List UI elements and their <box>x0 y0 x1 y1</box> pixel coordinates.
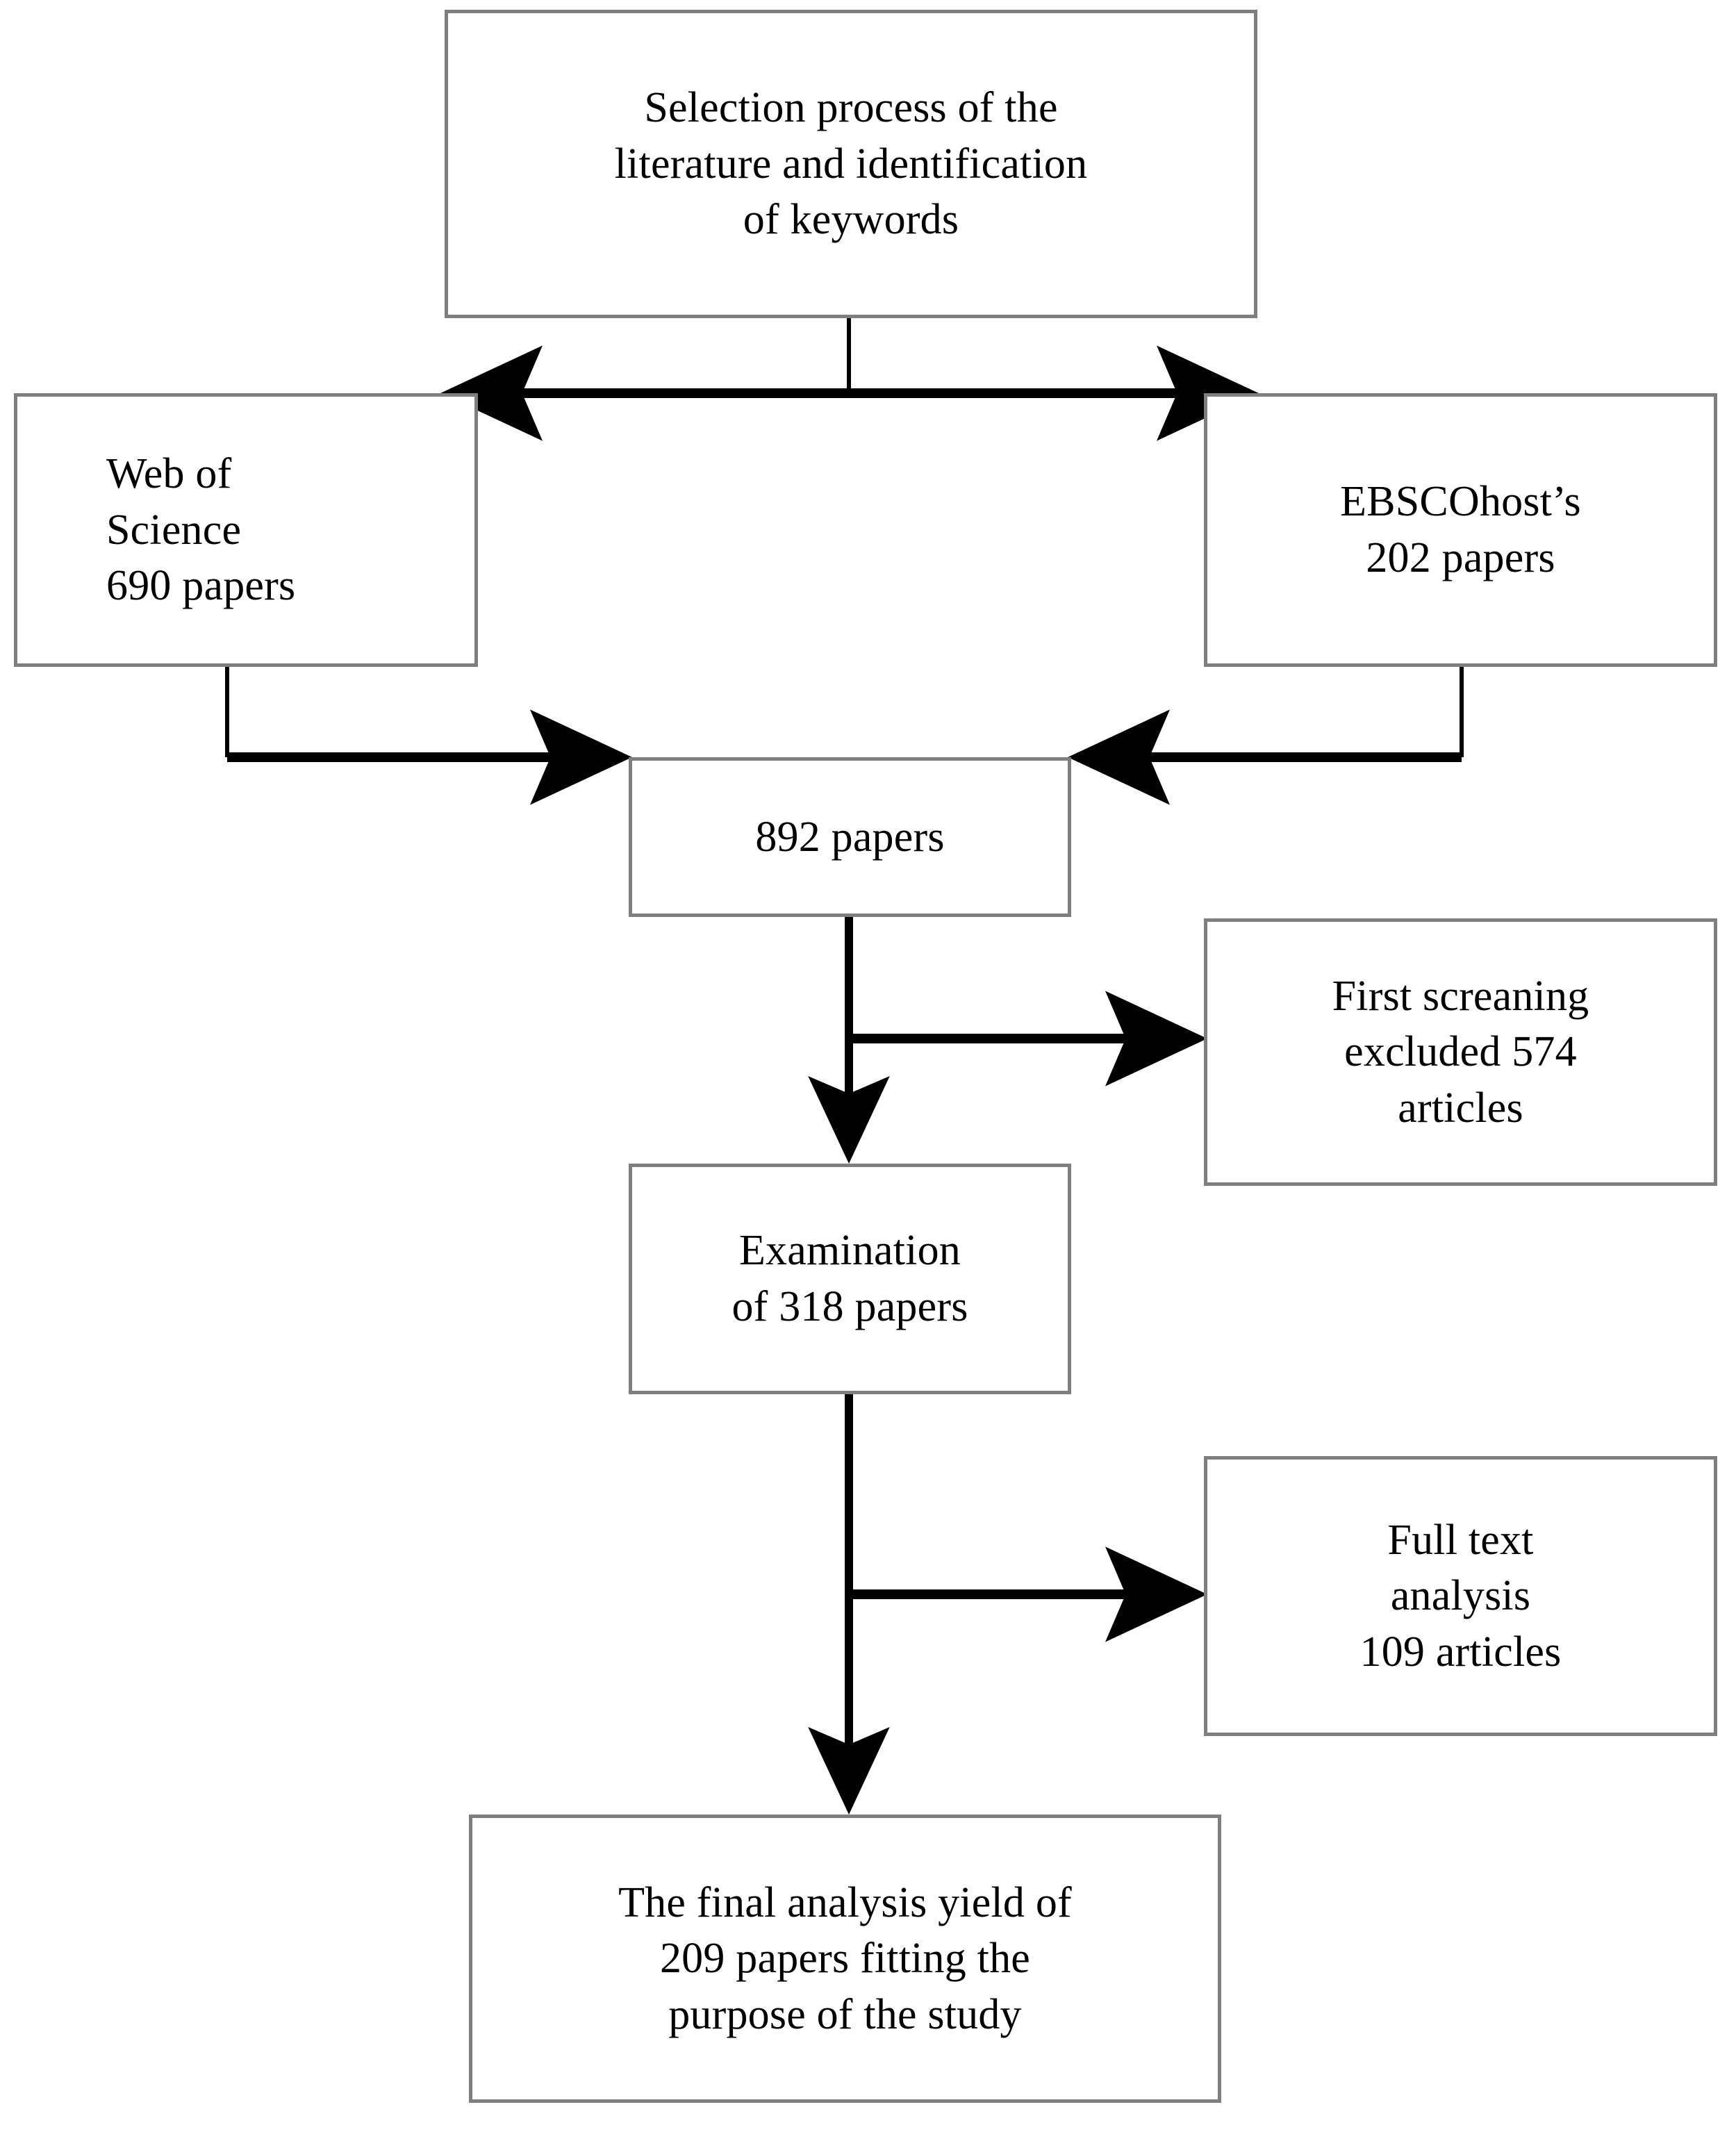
node-examination: Examination of 318 papers <box>629 1164 1071 1394</box>
node-full-text-line-2: analysis <box>1390 1572 1531 1620</box>
node-selection-process: Selection process of the literature and … <box>445 10 1257 318</box>
node-first-screening-line-2: excluded 574 <box>1344 1028 1577 1076</box>
node-examination-line-1: Examination <box>738 1227 961 1275</box>
node-ebscohost: EBSCOhost’s 202 papers <box>1204 393 1717 667</box>
node-examination-line-2: of 318 papers <box>731 1283 968 1330</box>
node-web-of-science: Web of Science 690 papers <box>14 393 478 667</box>
node-ebscohost-line-1: EBSCOhost’s <box>1340 478 1581 526</box>
edge-wos-to-892 <box>225 667 632 805</box>
node-selection-process-line-2: literature and identification <box>614 140 1088 188</box>
node-selection-process-line-1: Selection process of the <box>644 84 1058 132</box>
node-first-screening-line-3: articles <box>1398 1084 1523 1132</box>
node-first-screening-line-1: First screaning <box>1332 972 1589 1020</box>
node-full-text-line-3: 109 articles <box>1359 1628 1562 1676</box>
edge-ebsco-to-892 <box>1068 667 1464 805</box>
node-892-papers-line-1: 892 papers <box>755 813 945 861</box>
node-web-of-science-line-2: Science <box>106 506 242 554</box>
node-final-analysis-line-1: The final analysis yield of <box>618 1878 1072 1926</box>
node-final-analysis: The final analysis yield of 209 papers f… <box>469 1815 1221 2103</box>
node-892-papers: 892 papers <box>629 757 1071 917</box>
node-selection-process-line-3: of keywords <box>743 196 959 244</box>
node-final-analysis-line-3: purpose of the study <box>668 1990 1022 2038</box>
node-web-of-science-line-3: 690 papers <box>106 562 296 610</box>
node-web-of-science-line-1: Web of <box>106 450 232 498</box>
node-first-screening: First screaning excluded 574 articles <box>1204 918 1717 1186</box>
node-final-analysis-line-2: 209 papers fitting the <box>659 1935 1030 1983</box>
edge-selection-to-sources <box>440 318 1259 441</box>
node-full-text: Full text analysis 109 articles <box>1204 1456 1717 1736</box>
node-full-text-line-1: Full text <box>1387 1516 1534 1564</box>
node-ebscohost-line-2: 202 papers <box>1366 534 1555 581</box>
